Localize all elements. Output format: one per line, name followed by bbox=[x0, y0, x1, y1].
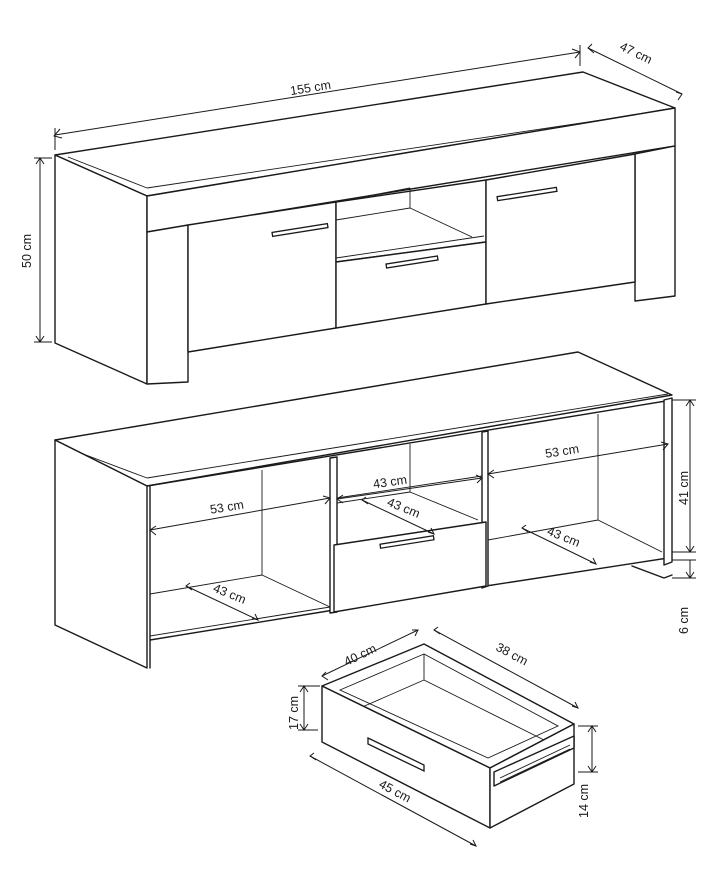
open-drawer-handle bbox=[379, 535, 435, 549]
drawer-detail bbox=[321, 643, 575, 829]
height-label: 50 cm bbox=[20, 234, 34, 268]
top-dimensions: 155 cm 47 cm 50 cm bbox=[20, 39, 683, 343]
drawer-front-handle bbox=[367, 736, 425, 773]
width-dimension-line bbox=[54, 51, 581, 136]
right-door-handle bbox=[496, 186, 558, 202]
left-depth-label: 43 cm bbox=[211, 581, 248, 607]
cabinet-left-side bbox=[54, 154, 148, 385]
drawer-slide-rail bbox=[493, 735, 575, 787]
cabinet-left-leg bbox=[146, 224, 189, 385]
drawer-front-height-label: 17 cm bbox=[287, 696, 301, 730]
left-door-handle bbox=[271, 222, 329, 238]
depth-label: 47 cm bbox=[618, 39, 655, 67]
open-middle-drawer bbox=[333, 521, 487, 613]
right-door bbox=[485, 153, 636, 305]
open-cabinet-left-side bbox=[54, 439, 148, 669]
leg-height-label: 6 cm bbox=[677, 607, 691, 634]
width-label: 155 cm bbox=[289, 78, 332, 98]
drawer-depth-inner-label: 38 cm bbox=[494, 640, 531, 668]
right-depth-label: 43 cm bbox=[545, 524, 582, 550]
open-tv-cabinet bbox=[54, 351, 673, 669]
cabinet-right-side bbox=[634, 145, 676, 302]
open-cabinet-right-side bbox=[663, 397, 673, 566]
middle-depth-label: 43 cm bbox=[385, 495, 422, 521]
middle-width-label: 43 cm bbox=[372, 473, 408, 492]
right-width-label: 53 cm bbox=[544, 442, 580, 461]
middle-drawer-handle bbox=[385, 255, 439, 269]
shelf-height-label: 41 cm bbox=[677, 471, 691, 505]
depth-dimension-line bbox=[587, 47, 683, 95]
left-door bbox=[187, 201, 337, 353]
closed-tv-cabinet bbox=[54, 71, 676, 385]
left-width-label: 53 cm bbox=[209, 498, 245, 517]
drawer-side-height-label: 14 cm bbox=[577, 784, 591, 818]
